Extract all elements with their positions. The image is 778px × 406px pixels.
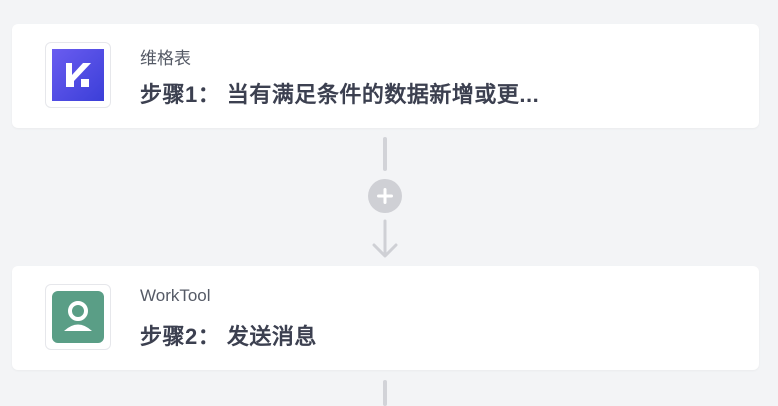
flow-connector-line (383, 380, 387, 406)
add-step-button[interactable] (368, 179, 402, 213)
step-title: 步骤1： 当有满足条件的数据新增或更... (140, 82, 540, 107)
arrow-down-icon (372, 219, 398, 258)
step-title: 步骤2： 发送消息 (140, 324, 317, 349)
vika-logo-icon (45, 42, 111, 108)
app-name: 维格表 (140, 49, 191, 68)
worktool-user-icon (45, 284, 111, 350)
app-name: WorkTool (140, 286, 211, 305)
plus-icon (377, 188, 393, 204)
step-card-1[interactable]: 维格表 步骤1： 当有满足条件的数据新增或更... (12, 24, 759, 128)
step-card-2[interactable]: WorkTool 步骤2： 发送消息 (12, 266, 759, 370)
flow-connector-line (383, 137, 387, 171)
